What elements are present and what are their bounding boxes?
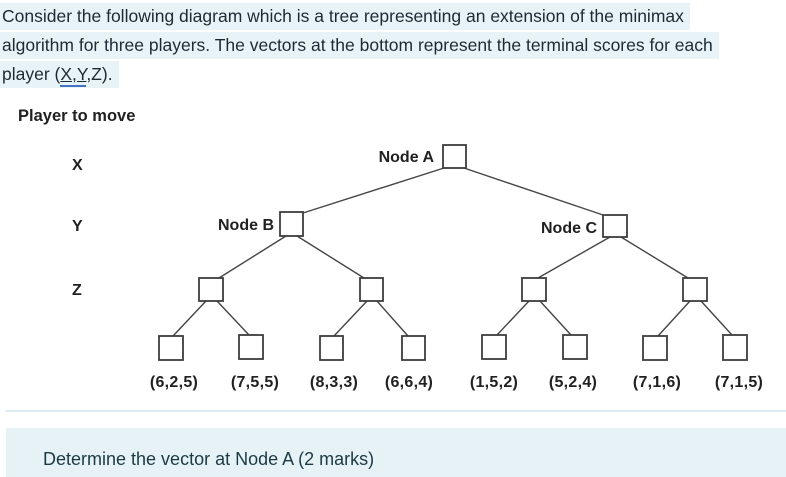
tree-edge: [172, 300, 207, 337]
z-node-box: [521, 277, 547, 302]
question-line-1: Consider the following diagram which is …: [0, 3, 690, 30]
section-divider: [5, 410, 786, 412]
grammar-underlined-text: X,Y: [60, 64, 87, 87]
leaf-node-box: [158, 335, 184, 361]
tree-edge: [218, 235, 287, 279]
tree-edge: [657, 300, 691, 337]
question-line-3-suffix: ,Z).: [86, 64, 113, 84]
z-node-box: [359, 277, 384, 302]
question-line-3: player (X,Y,Z).: [0, 61, 119, 88]
footer-prompt: Determine the vector at Node A (2 marks): [43, 449, 375, 469]
leaf-node-box: [562, 334, 588, 360]
node-c-label: Node C: [541, 220, 597, 237]
leaf-node-box: [642, 335, 668, 361]
tree-edge: [302, 167, 445, 214]
tree-edge: [496, 300, 530, 336]
question-line-3-prefix: player (: [2, 64, 61, 84]
tree-edge: [537, 236, 611, 279]
z-node-box: [198, 277, 224, 302]
footer-highlight-block: Determine the vector at Node A (2 marks): [6, 428, 786, 477]
tree-edge: [376, 300, 409, 337]
leaf-node-box: [481, 334, 507, 360]
leaf-node-box: [722, 334, 748, 361]
tree-edge: [463, 167, 607, 217]
terminal-vector: (5,2,4): [549, 374, 597, 391]
minimax-tree-diagram: Player to move X Y Z Node A Node B Node …: [18, 107, 763, 391]
question-paragraph: Consider the following diagram which is …: [0, 2, 786, 89]
terminal-vector: (1,5,2): [470, 374, 518, 391]
terminal-vector: (7,1,5): [715, 374, 763, 391]
terminal-vector: (8,3,3): [310, 374, 358, 391]
tree-edges: [172, 167, 733, 337]
player-to-move-label: Player to move: [18, 107, 135, 125]
leaf-node-box: [238, 334, 264, 360]
leaf-node-box: [401, 335, 426, 361]
terminal-vector: (6,6,4): [385, 374, 433, 391]
tree-edge: [620, 236, 689, 279]
level-label-y: Y: [72, 218, 83, 235]
node-a-label: Node A: [379, 149, 435, 166]
question-line-2: algorithm for three players. The vectors…: [0, 32, 719, 59]
leaf-node-box: [319, 335, 344, 361]
node-b-label: Node B: [218, 217, 274, 234]
terminal-vector: (6,2,5): [150, 374, 198, 391]
tree-edge: [296, 235, 365, 279]
level-label-x: X: [72, 157, 83, 174]
node-a-box: [442, 144, 467, 169]
tree-edge: [539, 300, 572, 336]
tree-edge: [216, 300, 250, 336]
tree-edge: [333, 300, 368, 337]
z-node-box: [682, 277, 708, 302]
node-c-box: [602, 214, 628, 238]
terminal-vector: (7,1,6): [633, 374, 681, 391]
tree-edge: [700, 300, 733, 336]
node-b-box: [279, 211, 304, 237]
level-label-z: Z: [72, 282, 82, 299]
terminal-vector: (7,5,5): [231, 374, 279, 391]
